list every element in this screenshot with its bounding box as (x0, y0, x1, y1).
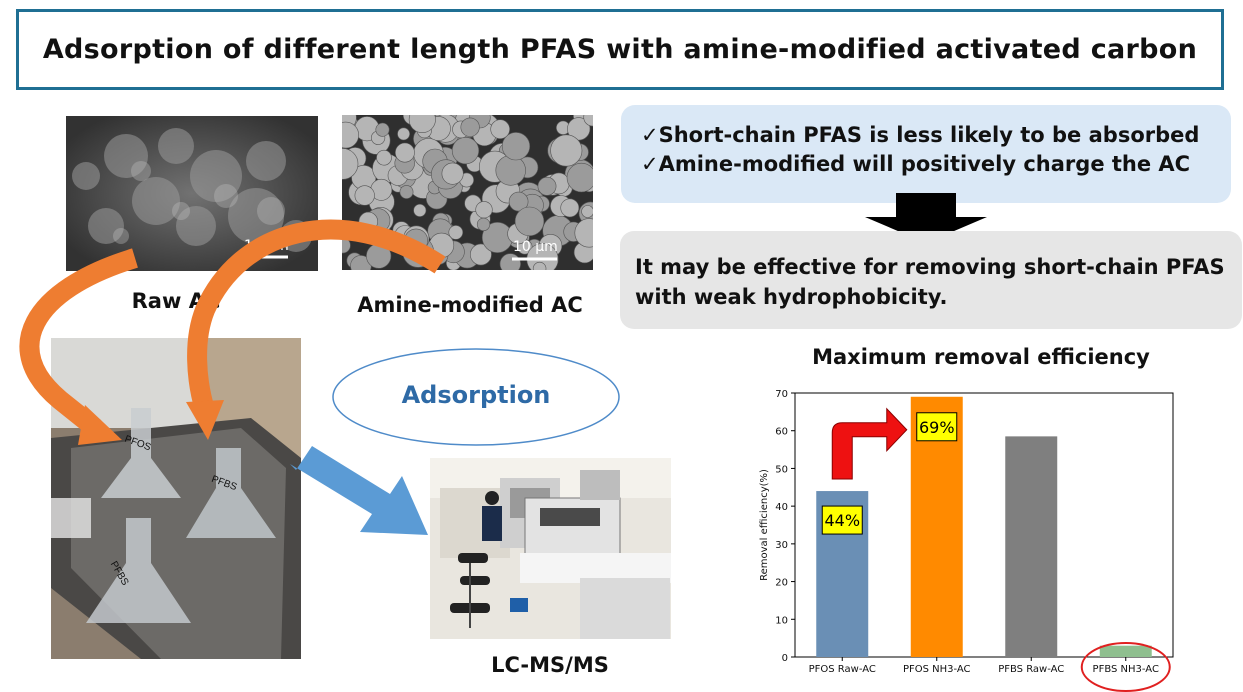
annotation-box-1 (916, 412, 958, 442)
adsorption-ellipse (332, 348, 620, 446)
y-axis-label: Removal efficiency(%) (759, 469, 770, 581)
arrow-raw-to-flask (19, 248, 138, 436)
bar-3 (1099, 645, 1152, 657)
y-tick-label: 70 (775, 389, 788, 400)
orange-curved-arrows (19, 219, 446, 445)
red-arrow (831, 407, 908, 480)
y-tick-label: 50 (775, 464, 788, 475)
chart-frame (794, 392, 1174, 658)
y-tick-label: 10 (775, 615, 788, 626)
y-tick-label: 30 (775, 540, 788, 551)
chart-title: Maximum removal efficiency (812, 345, 1150, 369)
annotation-label-0: 44% (824, 511, 860, 530)
title-box: Adsorption of different length PFAS with… (16, 9, 1224, 90)
x-tick-label: PFOS NH3-AC (903, 664, 971, 675)
down-arrow (865, 193, 987, 243)
y-tick-label: 60 (775, 427, 788, 438)
caption-lcms: LC-MS/MS (491, 653, 609, 677)
finding-point-1: ✓Short-chain PFAS is less likely to be a… (641, 123, 1200, 147)
caption-amine-ac: Amine-modified AC (357, 293, 583, 317)
scale-bar-label-amine: 10 μm (513, 239, 558, 255)
arrow-amine-to-flask (187, 219, 446, 413)
highlight-circle (1080, 642, 1171, 692)
flask-1 (101, 408, 181, 498)
y-tick-label: 0 (782, 653, 788, 664)
finding-point-2: ✓Amine-modified will positively charge t… (641, 152, 1191, 176)
x-tick-label: PFOS Raw-AC (809, 664, 876, 675)
x-tick-label: PFBS Raw-AC (998, 664, 1064, 675)
y-tick-label: 40 (775, 502, 788, 513)
flask-3 (86, 518, 191, 623)
flask-2 (186, 448, 276, 538)
annotation-box-0 (821, 505, 863, 535)
annotation-label-1: 69% (919, 418, 955, 437)
flask-photo: PFOS PFBS PFBS (51, 338, 301, 659)
blue-arrow (290, 446, 428, 535)
conclusion-line-1: It may be effective for removing short-c… (635, 255, 1225, 279)
page-title: Adsorption of different length PFAS with… (42, 34, 1198, 65)
x-tick-label: PFBS NH3-AC (1093, 664, 1159, 675)
adsorption-label: Adsorption (401, 381, 551, 409)
conclusion-line-2: with weak hydrophobicity. (635, 285, 948, 309)
bar-2 (1005, 436, 1058, 657)
lab-photo (430, 458, 671, 639)
findings-callout: ✓Short-chain PFAS is less likely to be a… (621, 105, 1231, 203)
y-tick-label: 20 (775, 578, 788, 589)
conclusion-callout: It may be effective for removing short-c… (620, 231, 1242, 329)
sem-image-amine-ac: 10 μm (342, 115, 593, 270)
